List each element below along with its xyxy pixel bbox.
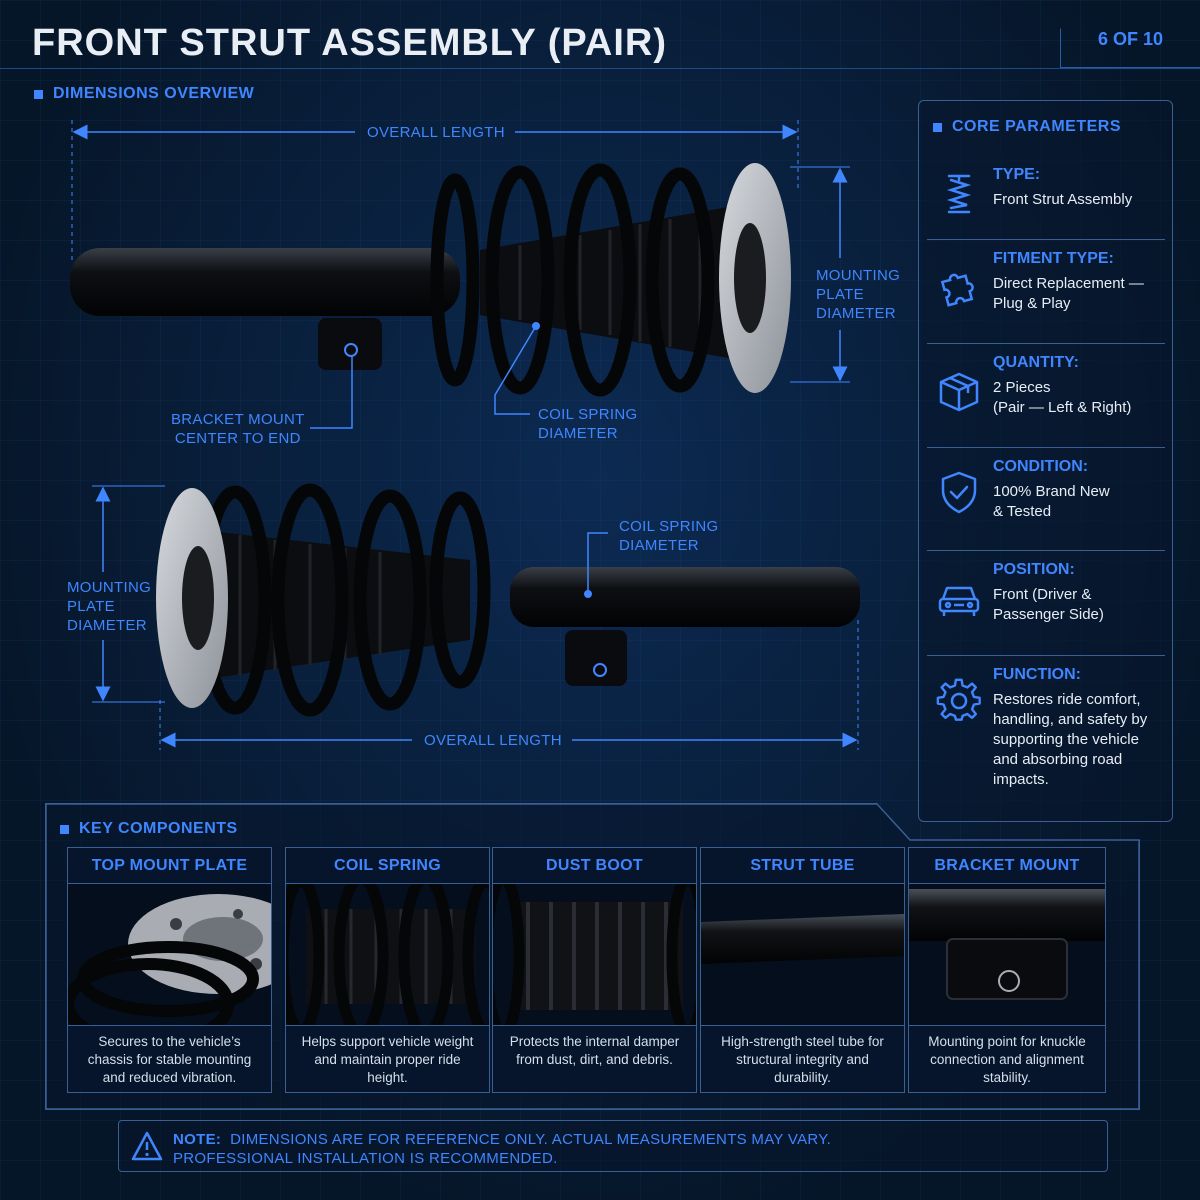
- param-position: POSITION: Front (Driver & Passenger Side…: [927, 551, 1165, 656]
- page-title: FRONT STRUT ASSEMBLY (PAIR): [32, 22, 668, 64]
- shield-check-icon: [941, 471, 977, 514]
- section-bullet-icon: [933, 122, 942, 132]
- component-card-dust-boot: DUST BOOT Protects the internal damper f…: [492, 847, 697, 1093]
- mounting-plate-bottom-label: MOUNTING PLATE DIAMETER: [67, 579, 152, 634]
- coil-spring-bottom-leader: [587, 532, 608, 594]
- note-text: NOTE: DIMENSIONS ARE FOR REFERENCE ONLY.…: [173, 1131, 832, 1167]
- coil-spring-top: [430, 163, 715, 397]
- puzzle-icon: [940, 273, 974, 307]
- car-icon: [938, 586, 980, 616]
- coil-spring-top-leader: [494, 325, 537, 415]
- warning-icon: [131, 1131, 163, 1161]
- strut-tube-bottom: [510, 567, 860, 627]
- strut-diagram: [70, 120, 860, 750]
- key-components-border: [45, 803, 1140, 1110]
- page-indicator: 6 OF 10: [1060, 12, 1200, 68]
- header-divider: [0, 68, 1200, 69]
- section-bullet-icon: [34, 89, 43, 99]
- bracket-hole-icon: [593, 663, 607, 677]
- section-bullet-icon: [60, 824, 69, 834]
- top-strut: [70, 163, 791, 397]
- strut-tube-image: [701, 884, 904, 1026]
- param-function: FUNCTION: Restores ride comfort, handlin…: [927, 656, 1165, 816]
- bottom-strut: [156, 483, 860, 717]
- box-icon: [939, 372, 979, 412]
- core-parameters-panel: CORE PARAMETERS TYPE: Front Strut Assemb…: [918, 100, 1173, 822]
- strut-tube-top: [70, 248, 460, 316]
- coil-spring-top-label: COIL SPRING DIAMETER: [538, 406, 638, 442]
- component-card-bracket-mount: BRACKET MOUNT Mounting point for knuckle…: [908, 847, 1106, 1093]
- spring-icon: [946, 174, 972, 214]
- coil-spring-image: [286, 884, 489, 1026]
- note-banner: NOTE: DIMENSIONS ARE FOR REFERENCE ONLY.…: [118, 1120, 1108, 1172]
- bracket-mount-label: BRACKET MOUNT CENTER TO END: [171, 411, 305, 447]
- dimensions-section-label: DIMENSIONS OVERVIEW: [34, 85, 254, 103]
- component-card-top-mount-plate: TOP MOUNT PLATE Secures to the vehicle’s…: [67, 847, 272, 1093]
- bracket-mount-image: [909, 884, 1105, 1026]
- dust-boot-image: [493, 884, 696, 1026]
- bracket-mount-bottom: [565, 630, 627, 686]
- coil-spring-bottom: [198, 483, 491, 717]
- top-mount-plate-image: [68, 884, 271, 1026]
- param-type: TYPE: Front Strut Assembly: [927, 156, 1165, 240]
- param-condition: CONDITION: 100% Brand New & Tested: [927, 448, 1165, 551]
- overall-length-bottom-label: OVERALL LENGTH: [424, 732, 562, 749]
- coil-spring-bottom-label: COIL SPRING DIAMETER: [619, 518, 719, 554]
- mounting-plate-top-label: MOUNTING PLATE DIAMETER: [816, 267, 901, 322]
- core-parameters-label: CORE PARAMETERS: [933, 118, 1121, 136]
- component-card-coil-spring: COIL SPRING Helps support vehicle weight…: [285, 847, 490, 1093]
- bracket-mount-leader: [310, 355, 353, 429]
- bracket-hole-icon: [344, 343, 358, 357]
- gear-icon: [936, 678, 981, 721]
- key-components-label: KEY COMPONENTS: [60, 820, 238, 838]
- param-quantity: QUANTITY: 2 Pieces (Pair — Left & Right): [927, 344, 1165, 448]
- overall-length-top-label: OVERALL LENGTH: [367, 124, 505, 141]
- param-fitment: FITMENT TYPE: Direct Replacement — Plug …: [927, 240, 1165, 344]
- component-card-strut-tube: STRUT TUBE High-strength steel tube for …: [700, 847, 905, 1093]
